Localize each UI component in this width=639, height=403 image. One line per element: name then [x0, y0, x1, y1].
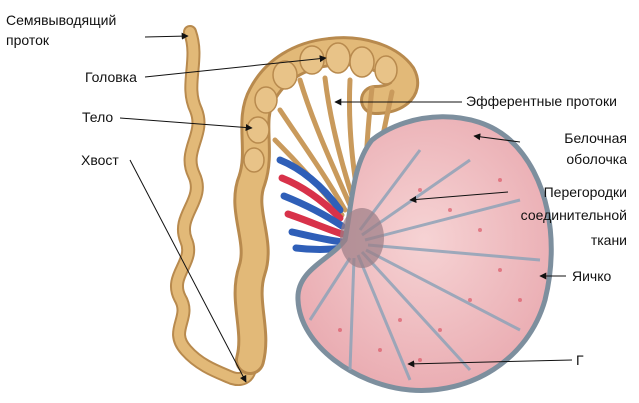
- label-body: Тело: [82, 109, 113, 126]
- label-head: Головка: [85, 69, 137, 86]
- testis: [298, 117, 551, 391]
- label-tunica-albuginea-line1: Белочная: [564, 130, 627, 147]
- label-efferent-ducts: Эфферентные протоки: [466, 93, 617, 110]
- label-septa-line2: соединительной: [521, 207, 627, 224]
- label-vas-deferens-line1: Семявыводящий: [6, 12, 116, 29]
- label-lobule: Г: [576, 352, 584, 369]
- label-septa-line3: ткани: [591, 232, 627, 249]
- label-testis: Яичко: [572, 268, 611, 285]
- label-vas-deferens-line2: проток: [6, 32, 49, 49]
- mediastinum: [340, 208, 384, 268]
- label-septa-line1: Перегородки: [544, 184, 627, 201]
- label-tunica-albuginea-line2: оболочка: [566, 151, 627, 168]
- label-tail: Хвост: [81, 152, 119, 169]
